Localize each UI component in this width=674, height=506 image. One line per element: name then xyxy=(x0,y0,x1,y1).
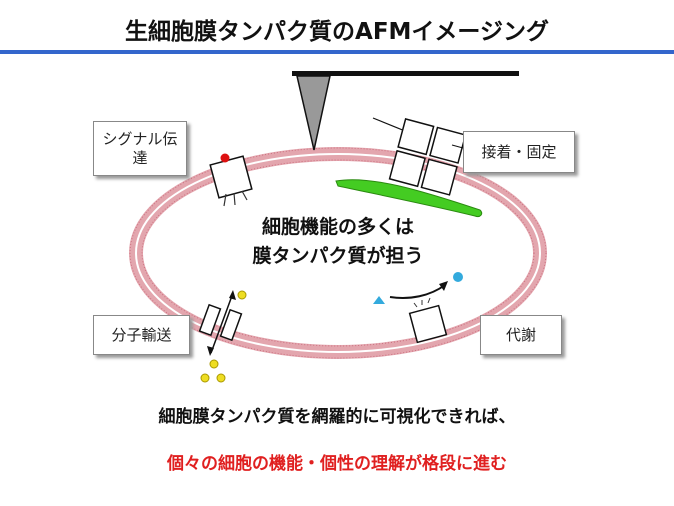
title-underline xyxy=(0,50,674,54)
center-text-line-2: 膜タンパク質が担う xyxy=(252,245,424,267)
transporter xyxy=(198,290,247,383)
afm-tip xyxy=(296,75,331,151)
ligand xyxy=(220,153,230,163)
conclusion-statement: 個々の細胞の機能・個性の理解が格段に進む xyxy=(167,454,507,474)
bottom-statement: 細胞膜タンパク質を網羅的に可視化できれば、 xyxy=(158,407,516,427)
center-text: 細胞機能の多くは 膜タンパク質が担う xyxy=(200,213,476,271)
label-adhesion: 接着・固定 xyxy=(463,131,575,173)
slide-title: 生細胞膜タンパク質のAFMイメージング xyxy=(125,19,549,45)
afm-cantilever xyxy=(292,71,519,76)
center-text-line-1: 細胞機能の多くは xyxy=(261,216,414,238)
label-molecular-transport: 分子輸送 xyxy=(93,315,190,355)
signal-receptor xyxy=(209,153,253,207)
enzyme xyxy=(373,272,463,344)
label-metabolism: 代謝 xyxy=(480,315,562,355)
label-signal-transduction: シグナル伝達 xyxy=(93,121,187,176)
adhesion-complex xyxy=(335,117,483,217)
